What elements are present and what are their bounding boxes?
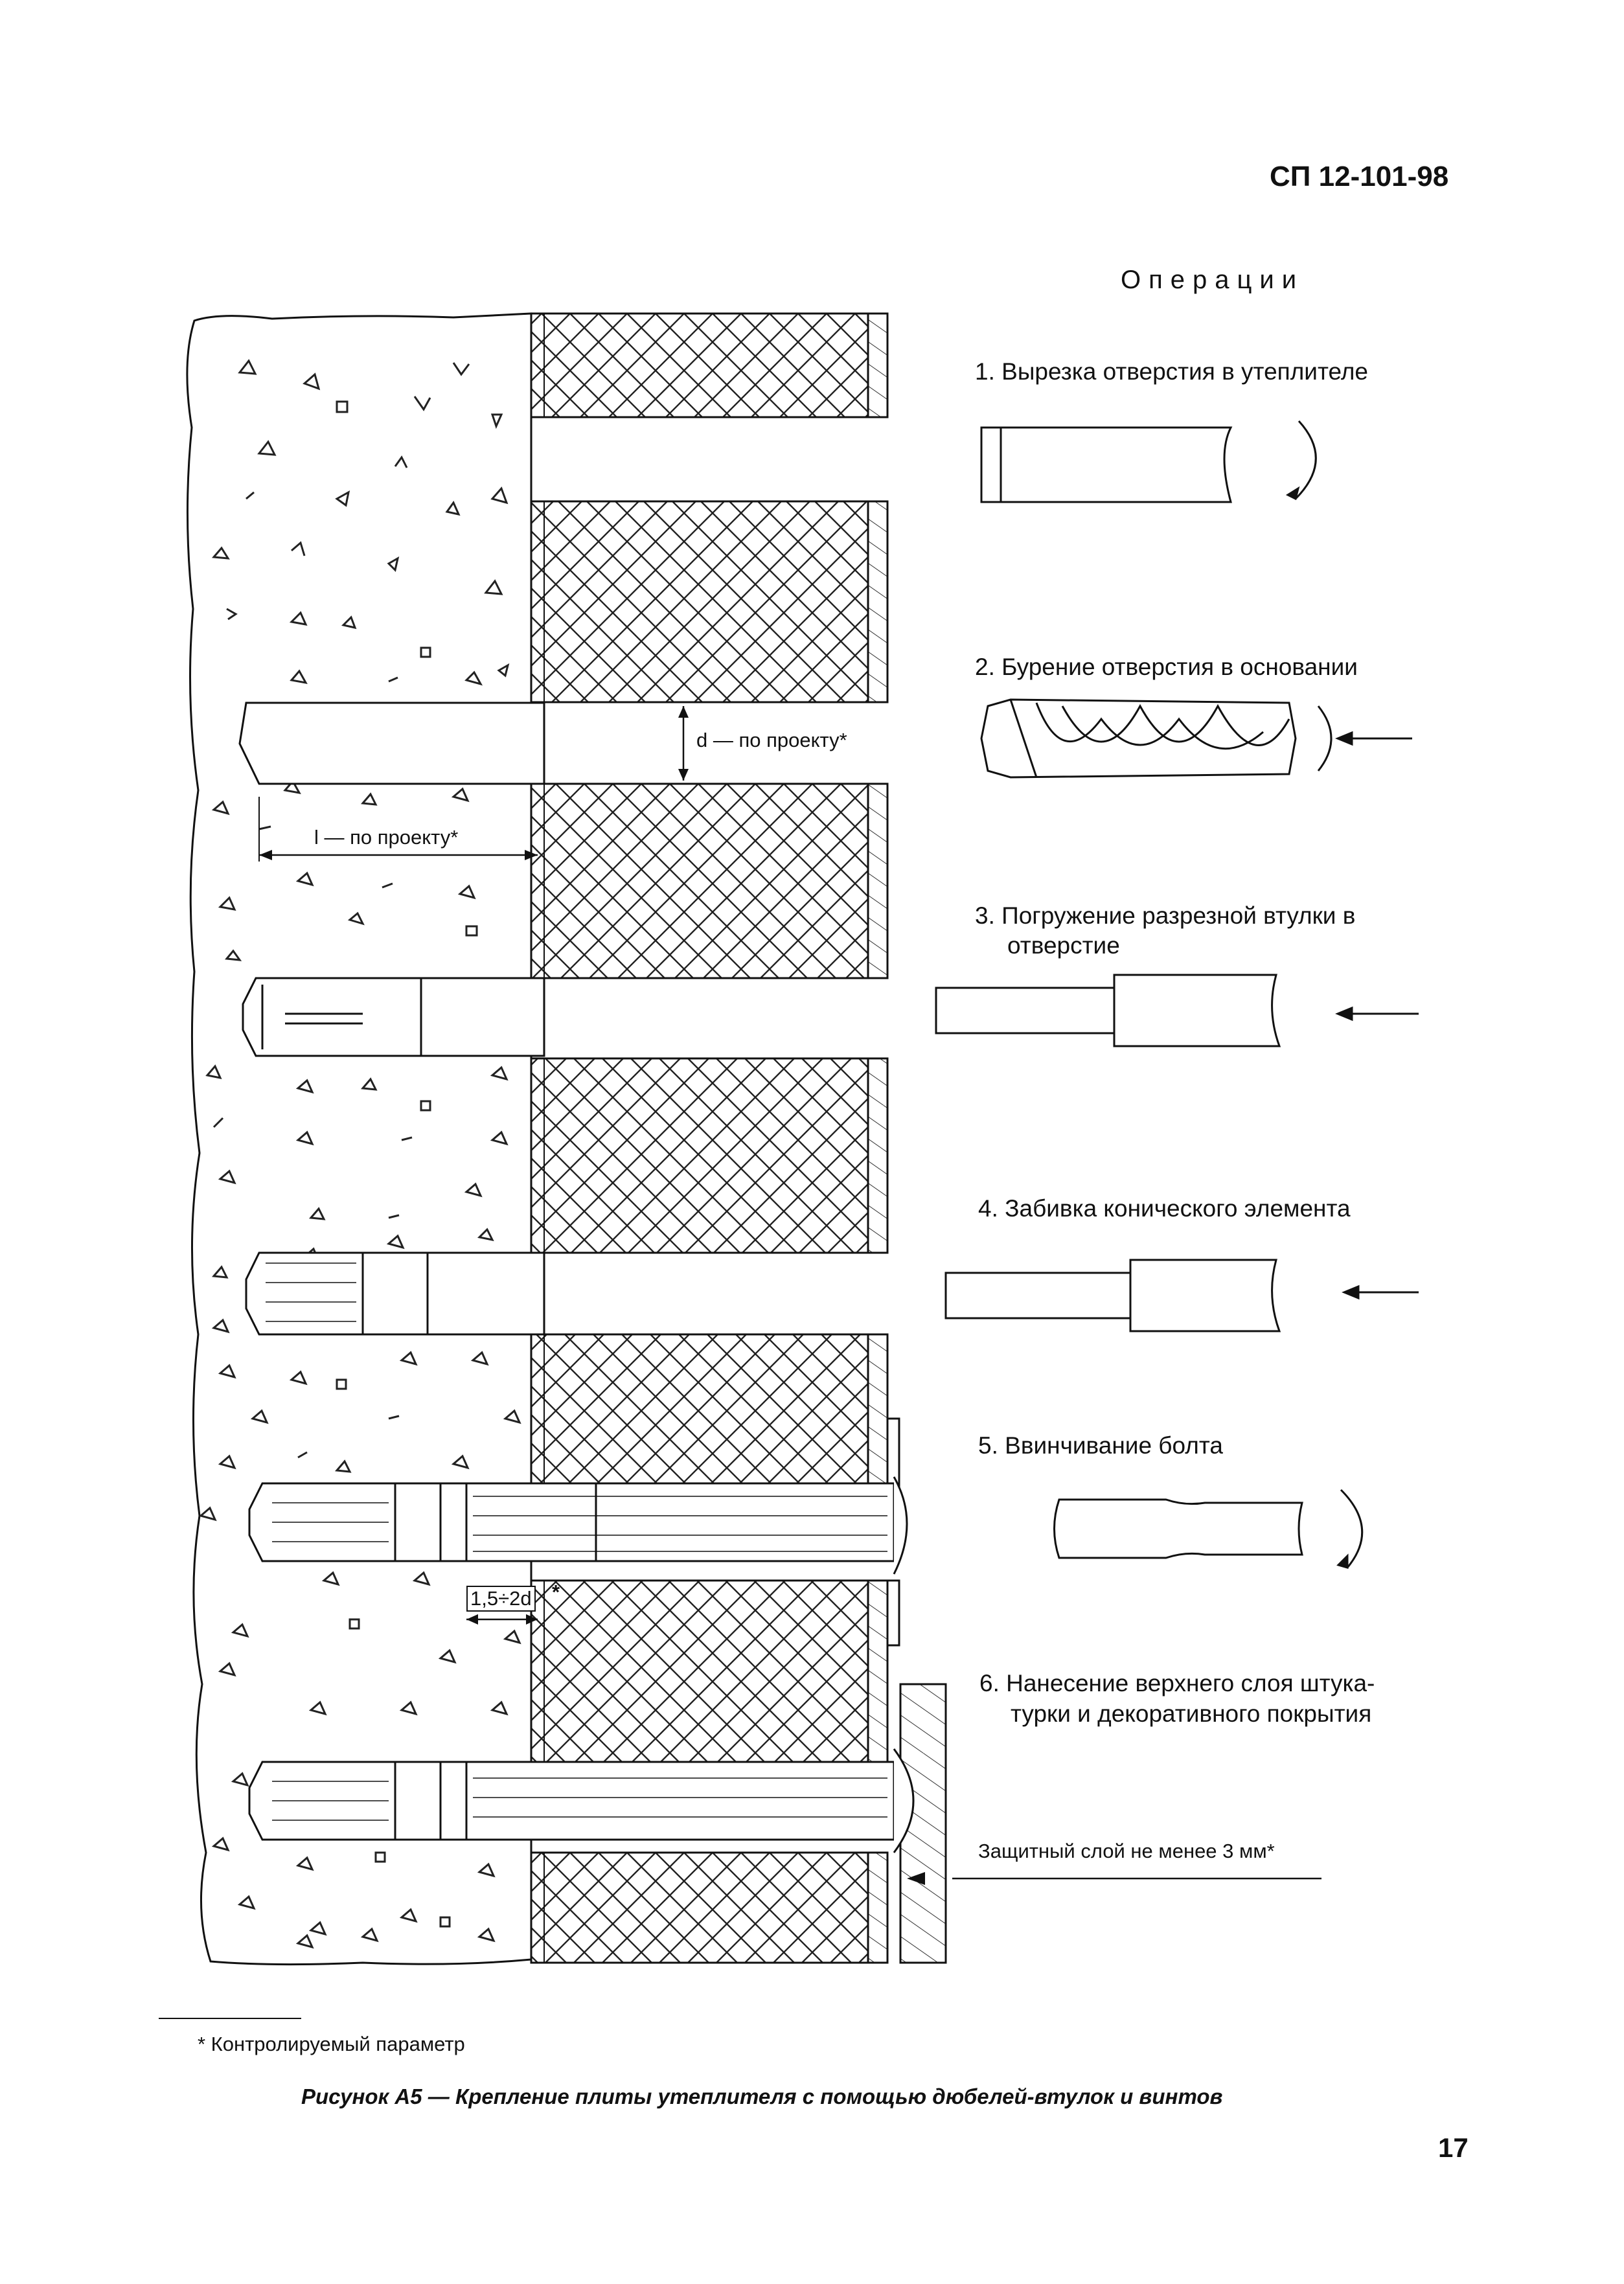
op-step-1: 1. Вырезка отверстия в утеплителе	[975, 358, 1368, 385]
gap-star: *	[552, 1581, 560, 1603]
op-step-4: 4. Забивка конического элемента	[978, 1195, 1351, 1222]
concrete-base	[186, 312, 532, 1966]
drilled-hole	[238, 702, 545, 785]
plaster-layer	[867, 312, 947, 1964]
finished-anchor	[248, 1748, 915, 1853]
document-code: СП 12-101-98	[1270, 161, 1449, 192]
op1-cutter-icon	[980, 420, 1317, 503]
op3-sleeve-icon	[935, 974, 1419, 1047]
length-label: l — по проекту*	[314, 826, 459, 849]
conical-element	[245, 1251, 545, 1336]
page-number: 17	[1438, 2132, 1469, 2163]
screwed-bolt	[248, 1476, 908, 1575]
concrete-aggregate	[198, 359, 521, 1949]
split-sleeve	[242, 977, 545, 1057]
op-step-3: 3. Погружение разрезной втулки в	[975, 902, 1356, 929]
gap-label: 1,5÷2d	[466, 1586, 536, 1612]
operations-title: Операции	[1121, 266, 1305, 294]
op2-drill-icon	[980, 698, 1412, 779]
protective-layer-label: Защитный слой не менее 3 мм*	[978, 1840, 1275, 1862]
insulation-slabs	[530, 312, 869, 1964]
op-step-6-cont: турки и декоративного покрытия	[1011, 1700, 1372, 1727]
figure-caption: Рисунок А5 — Крепление плиты утеплителя …	[301, 2084, 1223, 2108]
footnote: * Контролируемый параметр	[198, 2033, 465, 2055]
diameter-label: d — по проекту*	[696, 729, 847, 752]
op4-cone-icon	[944, 1259, 1419, 1332]
gap-value: 1,5÷2d	[470, 1587, 532, 1610]
op-step-2: 2. Бурение отверстия в основании	[975, 654, 1358, 680]
op5-screwdriver-icon	[1053, 1489, 1364, 1569]
op-step-6: 6. Нанесение верхнего слоя штука-	[979, 1670, 1375, 1696]
op-step-5: 5. Ввинчивание болта	[978, 1432, 1223, 1459]
op-step-3-cont: отверстие	[1007, 932, 1120, 959]
